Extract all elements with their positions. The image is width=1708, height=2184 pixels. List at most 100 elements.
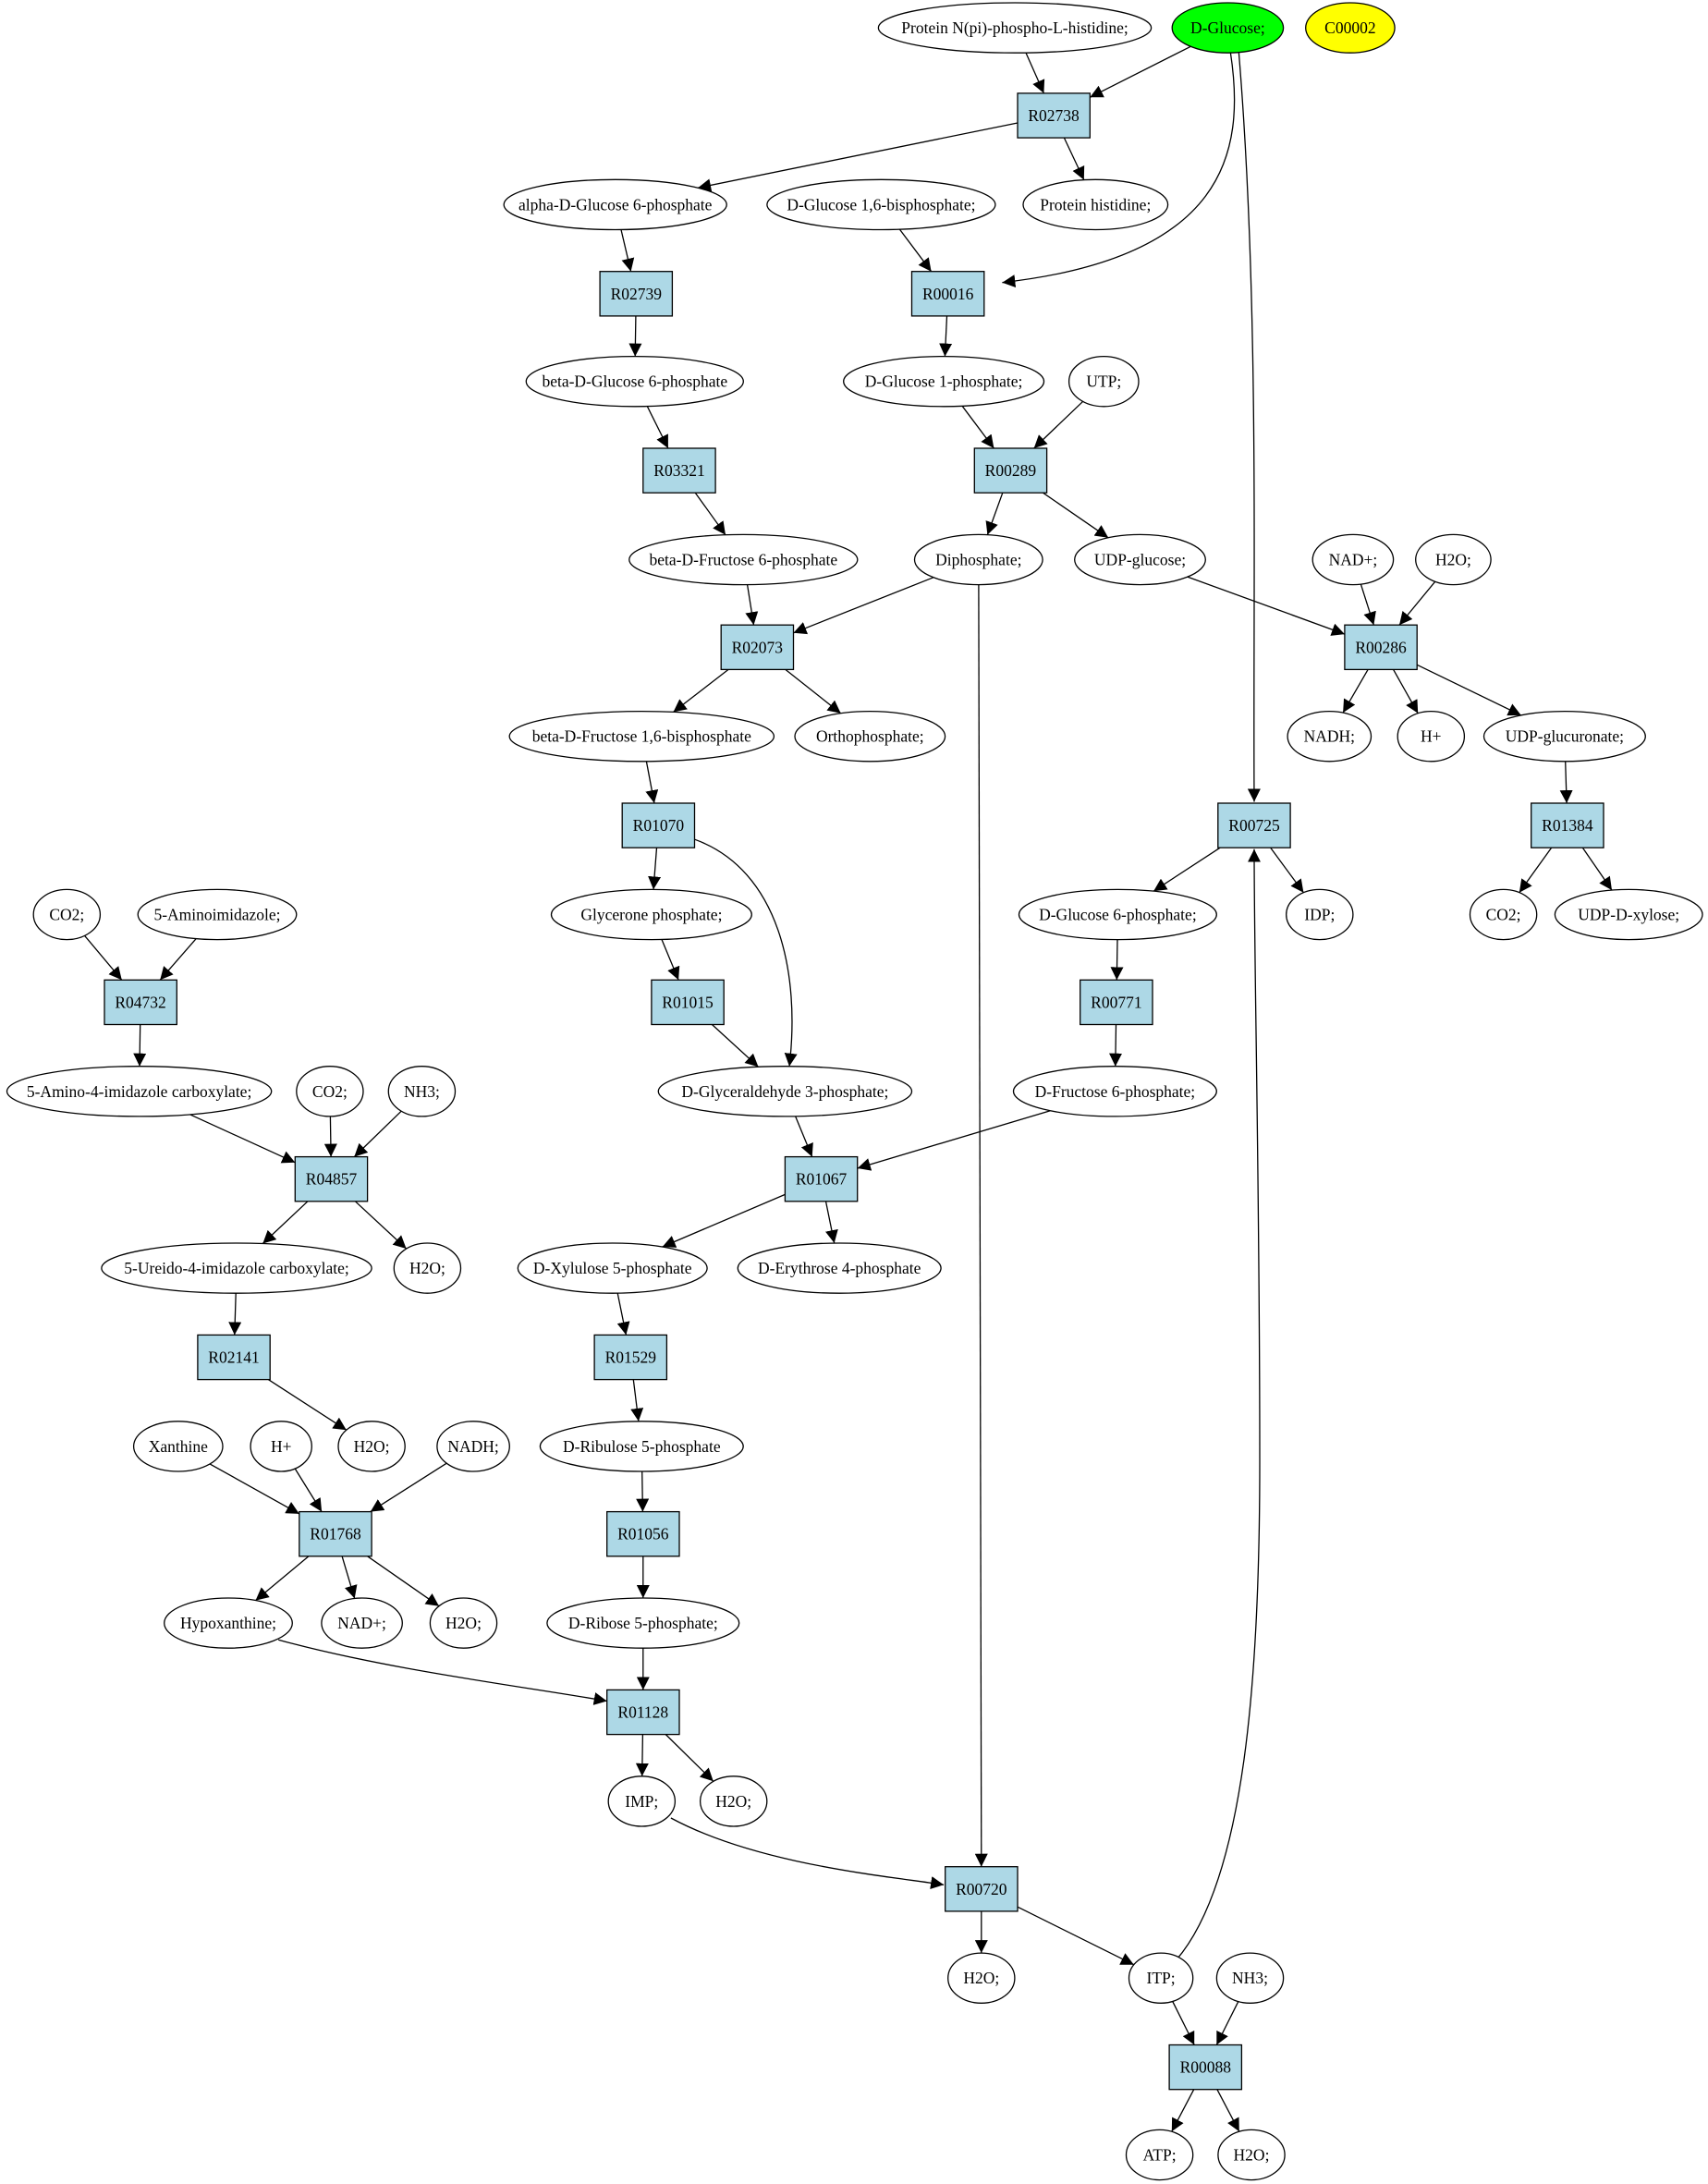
edge-r_R02141-to-c_h2o_3 [267,1379,348,1431]
edge-r_R01070-to-c_glycerone_p [648,848,662,890]
edge-c_udpglucuronate-to-r_R01384 [1559,761,1573,804]
compound-node-c_ga3p: D-Glyceraldehyde 3-phosphate; [657,1066,913,1117]
compound-ellipse [101,1242,372,1294]
compound-node-c_nh3_1: NH3; [387,1066,457,1117]
node-label: D-Glyceraldehyde 3-phosphate; [681,1082,888,1101]
compound-node-c_diphosphate: Diphosphate; [913,533,1043,586]
compound-node-c_g6p: D-Glucose 6-phosphate; [1018,888,1217,941]
compound-ellipse [387,1066,457,1117]
node-label: IMP; [625,1792,658,1811]
edge-c_ureido-to-r_R02141 [228,1293,242,1336]
node-label: Glycerone phosphate; [580,906,722,924]
compound-node-c_udpglucose: UDP-glucose; [1074,533,1206,586]
edge-c_xanthine-to-r_R01768 [209,1463,300,1515]
node-label: Protein N(pi)-phospho-L-histidine; [901,18,1128,37]
node-label: R01067 [796,1170,848,1189]
reaction-node-r_R00771: R00771 [1080,979,1153,1026]
reaction-node-r_R01768: R01768 [299,1510,372,1557]
edge-c_nadh_2-to-r_R01768 [370,1462,447,1513]
compound-node-c_nh3_2: NH3; [1215,1952,1285,2004]
compound-node-c_udpxylose: UDP-D-xylose; [1554,888,1703,941]
compound-ellipse [1074,533,1206,586]
reaction-box [606,1689,680,1736]
compound-ellipse [1482,710,1646,763]
edge-r_R01128-to-c_h2o_5 [665,1734,714,1782]
node-label: UDP-glucose; [1094,551,1186,569]
compound-node-c_a_g6p: alpha-D-Glucose 6-phosphate [503,178,727,231]
edge-r_R01070-to-c_ga3p [694,838,798,1067]
edge-r_R00289-to-c_diphosphate [985,492,1004,535]
edge-r_R00286-to-c_hplus_1 [1393,669,1419,714]
compound-ellipse [436,1421,510,1472]
edge-c_aminoimidazole-to-r_R04732 [159,938,197,981]
edge-c_hypoxanthine-to-r_R01128 [278,1639,607,1705]
reaction-box [973,447,1048,494]
reaction-box [599,271,674,317]
compound-ellipse [1012,1066,1217,1117]
compound-ellipse [1415,533,1492,586]
edge-c_imp-to-r_R00720 [670,1817,945,1890]
node-label: NADH; [447,1437,498,1456]
compound-node-c_f6p: D-Fructose 6-phosphate; [1012,1066,1217,1117]
node-label: H2O; [1234,2146,1270,2165]
reaction-box [104,979,177,1026]
edge-c_f6p-to-r_R01067 [857,1110,1051,1171]
compound-ellipse [132,1421,224,1472]
node-label: CO2; [1486,906,1521,924]
node-label: 5-Amino-4-imidazole carboxylate; [27,1082,251,1101]
compound-ellipse [1068,355,1140,408]
node-label: D-Glucose 1,6-bisphosphate; [787,195,975,214]
compound-node-c_hplus_1: H+ [1397,710,1466,763]
reaction-box [651,979,725,1026]
edge-r_R01768-to-c_h2o_4 [367,1556,440,1607]
node-label: UDP-glucuronate; [1506,727,1624,746]
compound-ellipse [137,888,298,941]
compound-ellipse [6,1066,273,1117]
reaction-box [1017,92,1091,139]
reaction-node-r_R00286: R00286 [1344,624,1418,671]
compound-node-c_orthophosphate: Orthophosphate; [794,710,946,763]
reaction-node-r_R00720: R00720 [945,1866,1019,1912]
edge-r_R02073-to-c_orthophosphate [785,668,842,714]
reaction-node-r_R02739: R02739 [599,271,674,317]
reaction-node-r_R00289: R00289 [973,447,1048,494]
node-label: CO2; [312,1082,348,1101]
edge-r_R01015-to-c_ga3p [711,1024,759,1068]
edge-r_R00088-to-c_atp [1171,2089,1195,2132]
edge-c_aica-to-r_R04857 [189,1114,296,1164]
compound-ellipse [877,2,1153,54]
compound-ellipse [1287,710,1372,763]
edge-c_dglucose-to-r_R00016 [1002,53,1236,288]
edge-c_glycerone_p-to-r_R01015 [661,939,680,981]
compound-ellipse [1125,2129,1194,2181]
node-label: R00289 [985,461,1037,480]
node-label: D-Glucose 1-phosphate; [865,372,1023,391]
edge-c_nh3_1-to-r_R04857 [353,1110,402,1158]
node-label: H2O; [354,1437,390,1456]
node-label: R00720 [956,1880,1007,1898]
node-label: UDP-D-xylose; [1578,906,1679,924]
edge-c_xu5p-to-r_R01529 [616,1292,630,1336]
compound-node-c_h2o_1: H2O; [1415,533,1492,586]
compound-ellipse [429,1597,498,1649]
reaction-node-r_R00725: R00725 [1217,802,1291,848]
node-label: alpha-D-Glucose 6-phosphate [518,195,713,214]
node-label: Hypoxanthine; [180,1614,276,1632]
compound-ellipse [337,1421,406,1472]
node-label: R02073 [732,638,784,656]
reaction-box [1217,802,1291,848]
compound-node-c_b_f16bp: beta-D-Fructose 1,6-bisphosphate [508,710,775,763]
node-label: D-Fructose 6-phosphate; [1035,1082,1196,1101]
edge-r_R01529-to-c_ru5p [630,1379,644,1421]
compound-node-c_atp: ATP; [1125,2129,1194,2181]
edge-r_R04857-to-c_ureido [262,1201,309,1244]
compound-node-c_itp: ITP; [1128,1952,1194,2004]
reaction-box [720,624,795,671]
compound-ellipse [164,1597,293,1649]
compound-ellipse [628,533,859,586]
node-label: R01384 [1542,816,1593,835]
compound-node-c_nadh_1: NADH; [1287,710,1372,763]
edge-c_dglucose-to-r_R00725 [1238,53,1261,802]
nodes-layer: Protein N(pi)-phospho-L-histidine; D-Gluc… [6,2,1703,2181]
reaction-box [606,1510,680,1557]
